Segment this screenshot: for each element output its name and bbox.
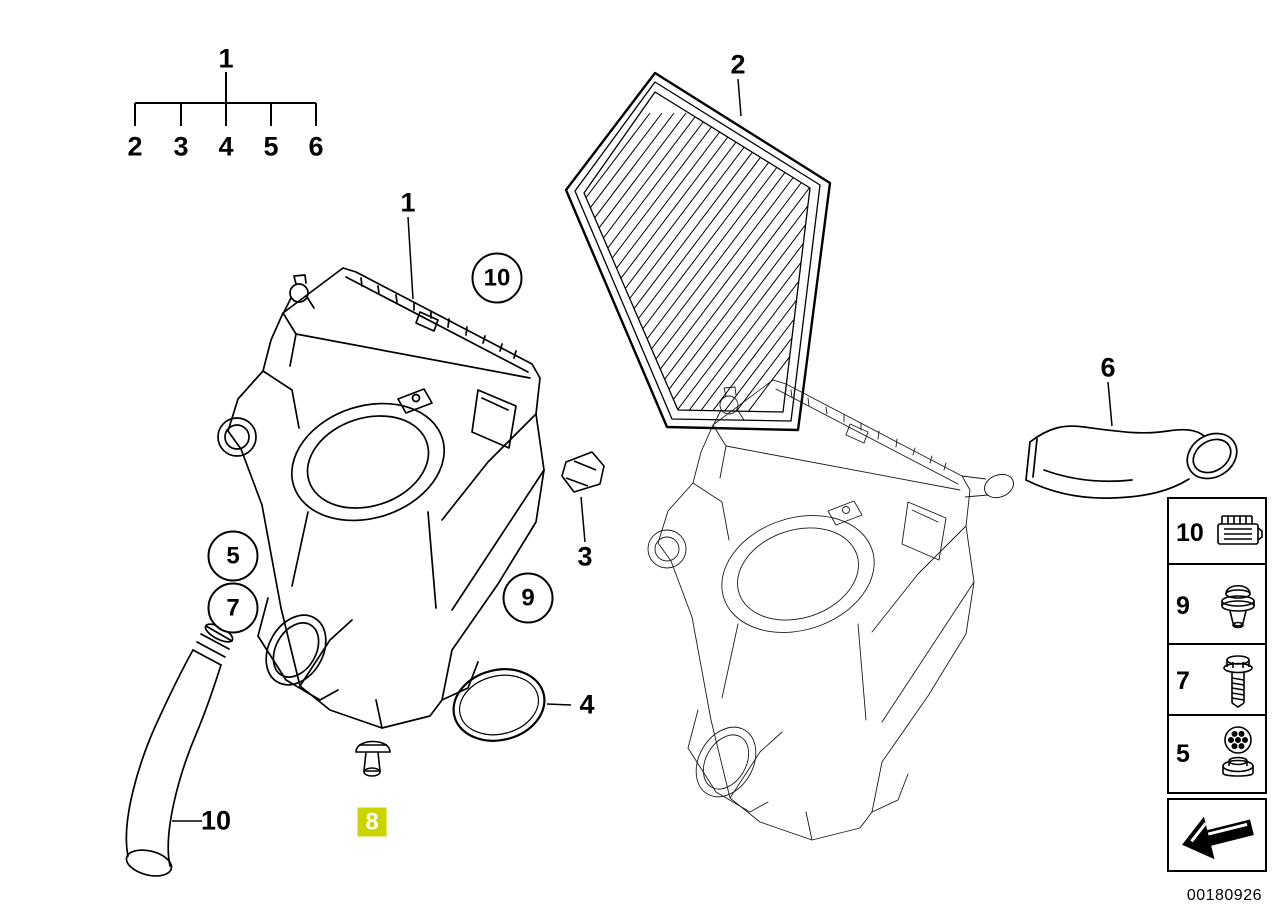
cable-clip-icon: [1210, 512, 1265, 554]
sidebar-item-7-label: 7: [1176, 667, 1190, 695]
callout-filter-element[interactable]: 2: [730, 49, 746, 80]
legend-item-5[interactable]: 5: [263, 131, 279, 162]
callout-grommet-circle[interactable]: 5: [207, 530, 259, 582]
rubber-mount-icon: [1210, 723, 1265, 785]
callout-mount-circle[interactable]: 9: [502, 572, 554, 624]
legend-item-4[interactable]: 4: [218, 131, 234, 162]
sidebar-item-10[interactable]: 10: [1167, 497, 1267, 569]
plug-drawing: [355, 740, 391, 777]
sidebar-item-5-label: 5: [1176, 739, 1190, 768]
callout-plug-highlighted[interactable]: 8: [357, 807, 387, 837]
callout-housing[interactable]: 1: [400, 187, 416, 218]
housing-stub: [961, 473, 1015, 499]
sidebar-item-9-label: 9: [1176, 591, 1190, 620]
legend-item-6[interactable]: 6: [308, 131, 324, 162]
sidebar-item-7[interactable]: 7: [1167, 643, 1267, 720]
grommet-icon: [1210, 575, 1265, 637]
clip-drawing: [561, 451, 605, 493]
housing-drawing-main: [217, 267, 545, 729]
callout-clamp-circle[interactable]: 10: [471, 252, 523, 304]
callout-sealing-ring[interactable]: 4: [579, 689, 595, 720]
doc-number: 00180926: [1186, 887, 1262, 904]
legend-item-3[interactable]: 3: [173, 131, 189, 162]
back-arrow-button[interactable]: [1167, 798, 1267, 872]
leader-lines: [172, 78, 1113, 822]
callout-screw-circle[interactable]: 7: [207, 582, 259, 634]
sidebar-item-10-label: 10: [1176, 518, 1204, 547]
sealing-ring-drawing: [452, 668, 546, 742]
legend-tree-lines: [134, 72, 317, 126]
back-arrow-icon: [1169, 806, 1265, 864]
sidebar-item-9[interactable]: 9: [1167, 563, 1267, 649]
hose-lower-drawing: [125, 623, 234, 877]
sidebar-item-5[interactable]: 5: [1167, 714, 1267, 794]
callout-hose-lower[interactable]: 10: [200, 805, 232, 836]
filter-element-drawing: [564, 71, 832, 432]
hex-bolt-icon: [1210, 652, 1265, 712]
housing-drawing-secondary: [647, 379, 975, 841]
callout-clip[interactable]: 3: [577, 541, 593, 572]
legend-item-2[interactable]: 2: [127, 131, 143, 162]
hose-upper-drawing: [1025, 425, 1238, 499]
legend-root-label[interactable]: 1: [218, 43, 234, 74]
callout-hose-upper[interactable]: 6: [1100, 352, 1116, 383]
